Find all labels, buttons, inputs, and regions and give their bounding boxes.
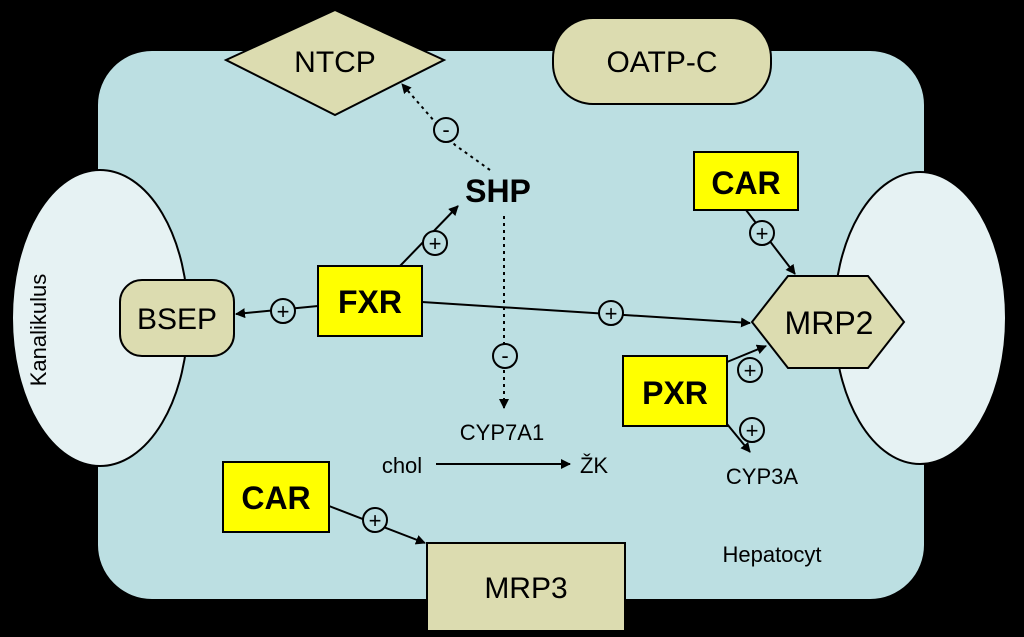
- oatp-c-shape: [552, 17, 772, 105]
- sign-car-mrp3: +: [362, 507, 388, 533]
- car-bottom-label: CAR: [241, 480, 310, 516]
- bsep-shape: [119, 279, 235, 357]
- fxr-box: [317, 265, 423, 337]
- svg-text:+: +: [756, 221, 769, 246]
- sign-fxr-mrp2: +: [598, 300, 624, 326]
- arrow-fxr-mrp2: [421, 301, 751, 328]
- ntcp-shape: [223, 8, 447, 117]
- shp-label: SHP: [465, 173, 531, 209]
- chol-label: chol: [382, 453, 422, 478]
- cyp3a-label: CYP3A: [726, 464, 798, 489]
- sign-car-mrp2: +: [749, 220, 775, 246]
- hepatocyt-label: Hepatocyt: [722, 542, 821, 567]
- sign-pxr-mrp2: +: [737, 357, 763, 383]
- svg-text:+: +: [744, 358, 757, 383]
- svg-text:+: +: [369, 508, 382, 533]
- car-bottom-box: [222, 461, 330, 533]
- svg-text:-: -: [442, 117, 449, 142]
- mrp2-label: MRP2: [785, 305, 874, 341]
- kanalikulus-label: Kanalikulus: [26, 274, 51, 387]
- sign-pxr-cyp3a: +: [739, 417, 765, 443]
- pxr-box: [622, 355, 728, 427]
- svg-text:+: +: [746, 418, 759, 443]
- car-top-box: [693, 151, 799, 211]
- pxr-label: PXR: [642, 375, 708, 411]
- mrp2-shape: [750, 275, 906, 369]
- bsep-label: BSEP: [137, 303, 217, 336]
- ntcp-label: NTCP: [294, 46, 376, 79]
- svg-text:+: +: [277, 299, 290, 324]
- arrow-pxr-cyp3a: [726, 423, 751, 453]
- oatp-c-label: OATP-C: [606, 46, 717, 79]
- sign-shp-ntcp: -: [433, 117, 459, 143]
- svg-text:-: -: [501, 343, 508, 368]
- mrp3-label: MRP3: [484, 572, 567, 605]
- sign-fxr-bsep: +: [270, 298, 296, 324]
- zk-label: ŽK: [580, 453, 608, 478]
- sign-shp-cyp7a1: -: [492, 343, 518, 369]
- fxr-label: FXR: [338, 284, 402, 320]
- svg-text:+: +: [605, 301, 618, 326]
- mrp3-shape: [426, 542, 626, 632]
- arrow-pxr-mrp2: [726, 344, 767, 363]
- cyp7a1-label: CYP7A1: [460, 420, 544, 445]
- sign-fxr-shp: +: [422, 230, 448, 256]
- car-top-label: CAR: [711, 165, 780, 201]
- svg-text:+: +: [429, 231, 442, 256]
- arrow-shp-ntcp: [401, 83, 491, 171]
